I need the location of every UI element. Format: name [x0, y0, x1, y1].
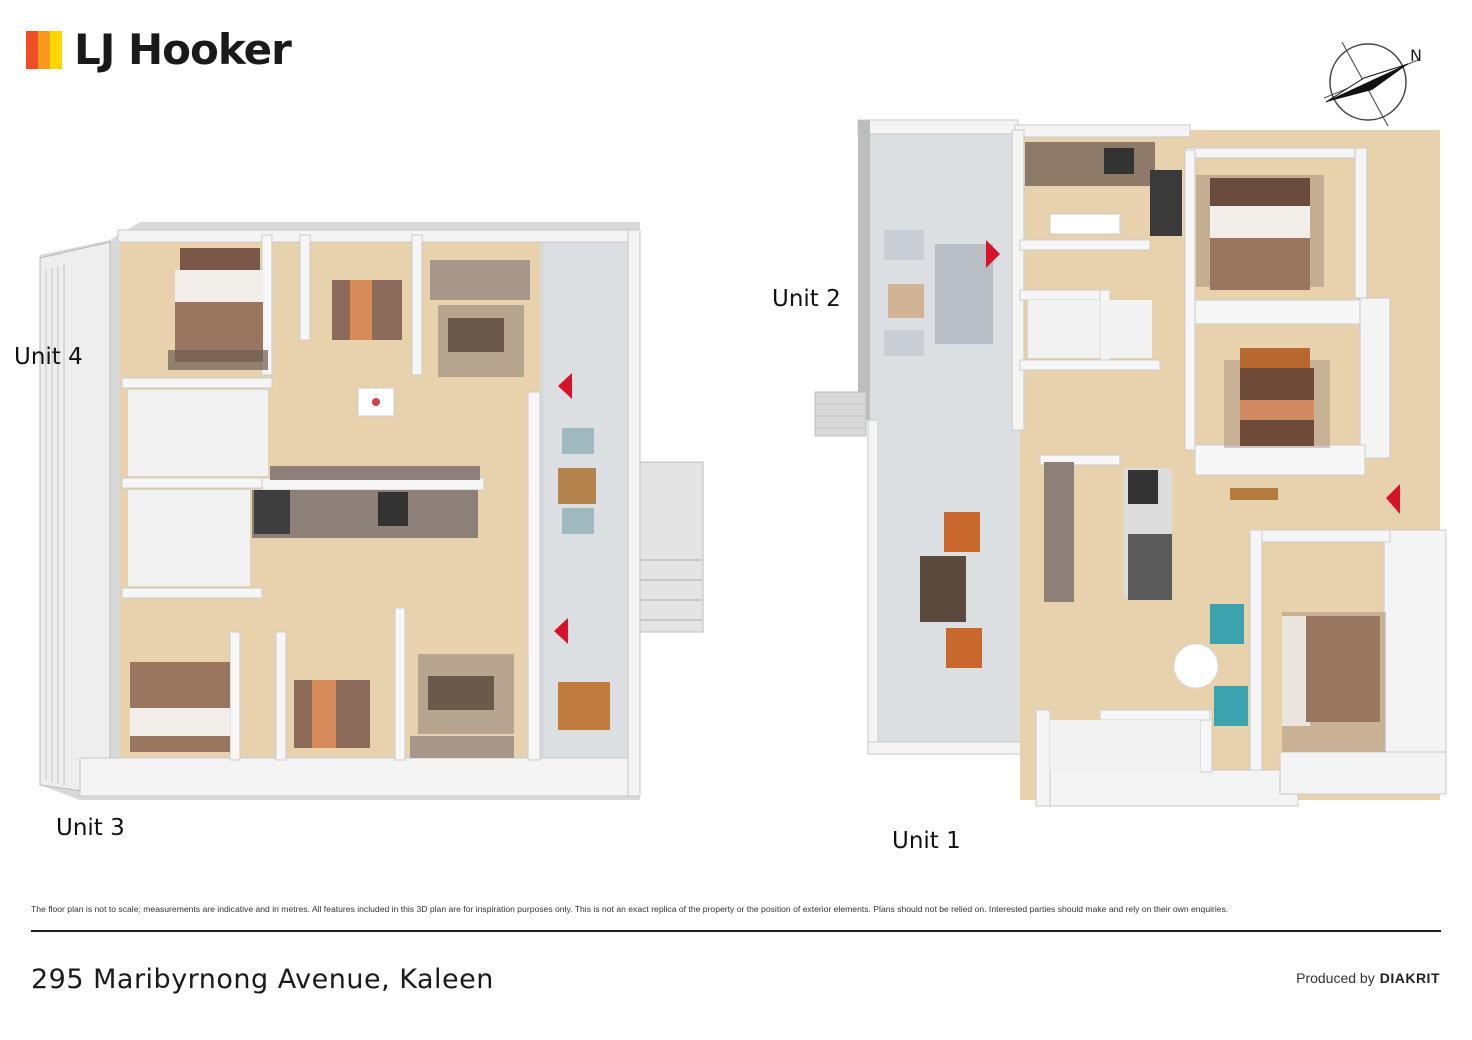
compass-icon [1323, 41, 1419, 127]
logo-bar-orange [38, 31, 50, 69]
logo-color-bars [26, 31, 62, 69]
unit-1-label: Unit 1 [892, 828, 961, 854]
unit-3-label: Unit 3 [56, 815, 125, 841]
floor-plan-illustration [39, 119, 1447, 807]
logo-bar-red [26, 31, 38, 69]
logo-text: LJ Hooker [74, 25, 292, 74]
unit-4-label: Unit 4 [14, 344, 83, 370]
produced-by-label: Produced by [1296, 970, 1375, 986]
footer-divider [31, 930, 1441, 932]
diakrit-brand: DIAKRIT [1379, 970, 1440, 986]
lj-hooker-logo: LJ Hooker [26, 25, 292, 74]
disclaimer-text: The floor plan is not to scale; measurem… [31, 904, 1229, 914]
compass-north-label: N [1410, 46, 1422, 65]
logo-bar-yellow [50, 31, 62, 69]
right-building [814, 119, 1447, 807]
unit-2-label: Unit 2 [772, 286, 841, 312]
left-building [39, 222, 704, 800]
produced-by: Produced by DIAKRIT [1296, 970, 1440, 986]
property-address: 295 Maribyrnong Avenue, Kaleen [31, 964, 494, 995]
